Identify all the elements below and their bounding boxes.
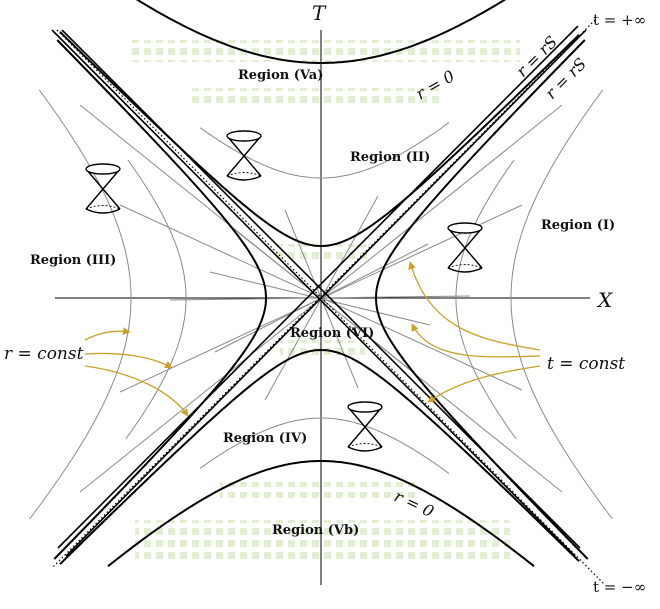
band-bottom xyxy=(135,520,510,560)
t-axis-label: T xyxy=(312,1,327,25)
diagonal-dotted-1 xyxy=(56,29,606,586)
region-va-label: Region (Va) xyxy=(238,68,323,83)
horizon-line-2a xyxy=(65,29,587,557)
arrow-tconst-2 xyxy=(411,323,541,358)
horizon-line-1a xyxy=(51,29,576,557)
region-iv-label: Region (IV) xyxy=(223,431,307,446)
diagonal-dotted-2 xyxy=(51,19,596,569)
horizons xyxy=(51,19,606,586)
arrow-tconst-3 xyxy=(427,365,541,403)
band-mid-2 xyxy=(280,340,365,356)
region-vi-label: Region (VI) xyxy=(290,326,374,341)
t-const-label: t = const xyxy=(547,354,625,374)
x-axis-label: X xyxy=(596,288,613,312)
r-const-curve-right-inner xyxy=(455,159,517,440)
r-const-label: r = const xyxy=(4,344,84,364)
light-cones xyxy=(85,130,483,452)
region-i-label: Region (I) xyxy=(541,218,615,233)
light-cone-region-i xyxy=(447,222,483,273)
arrow-rconst-1 xyxy=(84,327,131,341)
r-zero-singularity-top xyxy=(135,0,507,64)
inner-hyperbola-top xyxy=(59,31,580,248)
band-top-2 xyxy=(190,88,440,104)
t-minus-inf-label: t = −∞ xyxy=(593,578,646,596)
light-cone-region-iii xyxy=(85,163,121,214)
region-iii-label: Region (III) xyxy=(30,253,116,268)
light-cone-region-iv xyxy=(347,401,383,452)
r-const-curve-bottom-inner xyxy=(199,417,450,474)
region-ii-label: Region (II) xyxy=(350,150,430,165)
arrow-rconst-3 xyxy=(84,365,189,417)
region-vb-label: Region (Vb) xyxy=(272,523,359,538)
inner-hyperbola-bottom xyxy=(59,348,580,565)
bold-curves xyxy=(53,0,589,567)
r-rs-label-2: r = rS xyxy=(541,54,590,103)
arrow-tconst-1 xyxy=(408,261,541,351)
annotation-arrows xyxy=(84,261,541,417)
shaded-bands xyxy=(130,40,520,560)
r-zero-singularity-bottom xyxy=(107,460,535,567)
horizon-line-2b xyxy=(57,25,579,549)
r-const-curve-left-outer xyxy=(29,89,132,520)
r-const-curve-right-outer xyxy=(510,89,613,520)
band-top xyxy=(130,40,520,62)
light-cone-region-ii xyxy=(226,130,262,181)
arrow-rconst-2 xyxy=(84,352,173,369)
band-bottom-2 xyxy=(220,482,420,498)
horizon-line-1b xyxy=(61,29,581,549)
t-plus-inf-label: t = +∞ xyxy=(593,11,646,29)
inner-hyperbola-right xyxy=(374,39,589,560)
inner-hyperbola-left xyxy=(53,39,268,560)
